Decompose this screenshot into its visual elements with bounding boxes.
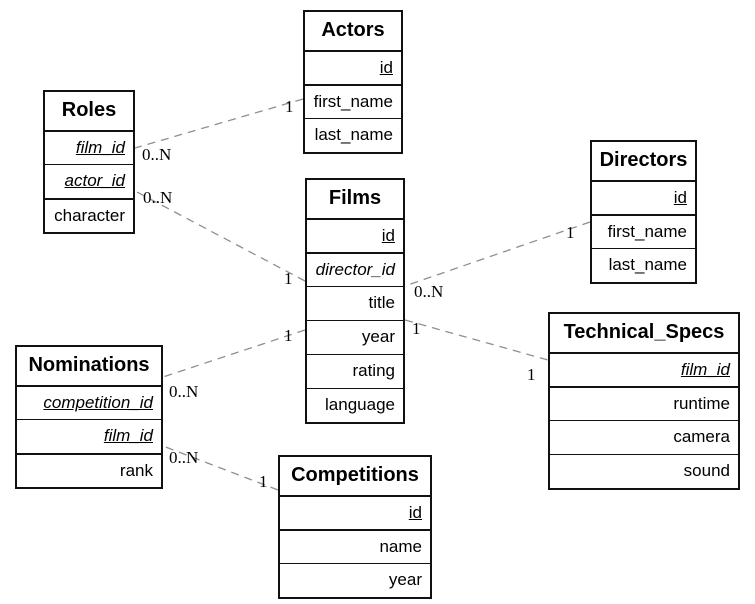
field-films-director_id: director_id — [307, 252, 403, 286]
cardinality-label-films-nominations-0: 1 — [284, 326, 293, 345]
field-directors-first_name: first_name — [592, 214, 695, 248]
field-roles-actor_id: actor_id — [45, 164, 133, 198]
relation-line-films-technical_specs — [404, 319, 549, 361]
cardinality-label-films-technical_specs-1: 1 — [527, 365, 536, 384]
cardinality-label-competitions-nominations-1: 0..N — [169, 448, 198, 467]
relation-line-actors-roles — [134, 98, 304, 149]
field-technical_specs-camera: camera — [550, 420, 738, 454]
table-title-films: Films — [328, 187, 382, 209]
field-nominations-rank: rank — [17, 453, 161, 487]
cardinality-label-films-roles-1: 0..N — [143, 188, 172, 207]
cardinality-label-directors-films-0: 1 — [566, 223, 575, 242]
cardinality-label-directors-films-1: 0..N — [414, 282, 443, 301]
field-technical_specs-runtime: runtime — [550, 386, 738, 420]
table-title-directors: Directors — [599, 149, 688, 171]
field-films-year: year — [307, 320, 403, 354]
field-competitions-name: name — [280, 529, 430, 563]
field-films-title: title — [307, 286, 403, 320]
field-films-id: id — [307, 218, 403, 252]
field-directors-last_name: last_name — [592, 248, 695, 282]
cardinality-label-actors-roles-1: 0..N — [142, 145, 171, 164]
table-title-competitions: Competitions — [291, 464, 419, 486]
field-competitions-year: year — [280, 563, 430, 597]
field-roles-film_id: film_id — [45, 130, 133, 164]
relation-line-films-roles — [134, 190, 306, 282]
table-title-actors: Actors — [321, 19, 385, 41]
field-nominations-film_id: film_id — [17, 419, 161, 453]
cardinality-label-competitions-nominations-0: 1 — [259, 472, 268, 491]
cardinality-label-actors-roles-0: 1 — [285, 97, 294, 116]
relation-line-competitions-nominations — [162, 445, 279, 491]
field-technical_specs-sound: sound — [550, 454, 738, 488]
field-competitions-id: id — [280, 495, 430, 529]
cardinality-label-films-roles-0: 1 — [284, 269, 293, 288]
field-roles-character: character — [45, 198, 133, 232]
field-films-language: language — [307, 388, 403, 422]
field-films-rating: rating — [307, 354, 403, 388]
field-directors-id: id — [592, 180, 695, 214]
cardinality-label-films-nominations-1: 0..N — [169, 382, 198, 401]
cardinality-label-films-technical_specs-0: 1 — [412, 319, 421, 338]
field-actors-first_name: first_name — [305, 84, 401, 118]
field-nominations-competition_id: competition_id — [17, 385, 161, 419]
table-title-technical_specs: Technical_Specs — [563, 321, 725, 343]
table-title-nominations: Nominations — [28, 354, 150, 376]
field-technical_specs-film_id: film_id — [550, 352, 738, 386]
relation-line-films-nominations — [162, 329, 306, 378]
relation-line-directors-films — [404, 221, 591, 287]
field-actors-id: id — [305, 50, 401, 84]
table-title-roles: Roles — [61, 99, 117, 121]
field-actors-last_name: last_name — [305, 118, 401, 152]
